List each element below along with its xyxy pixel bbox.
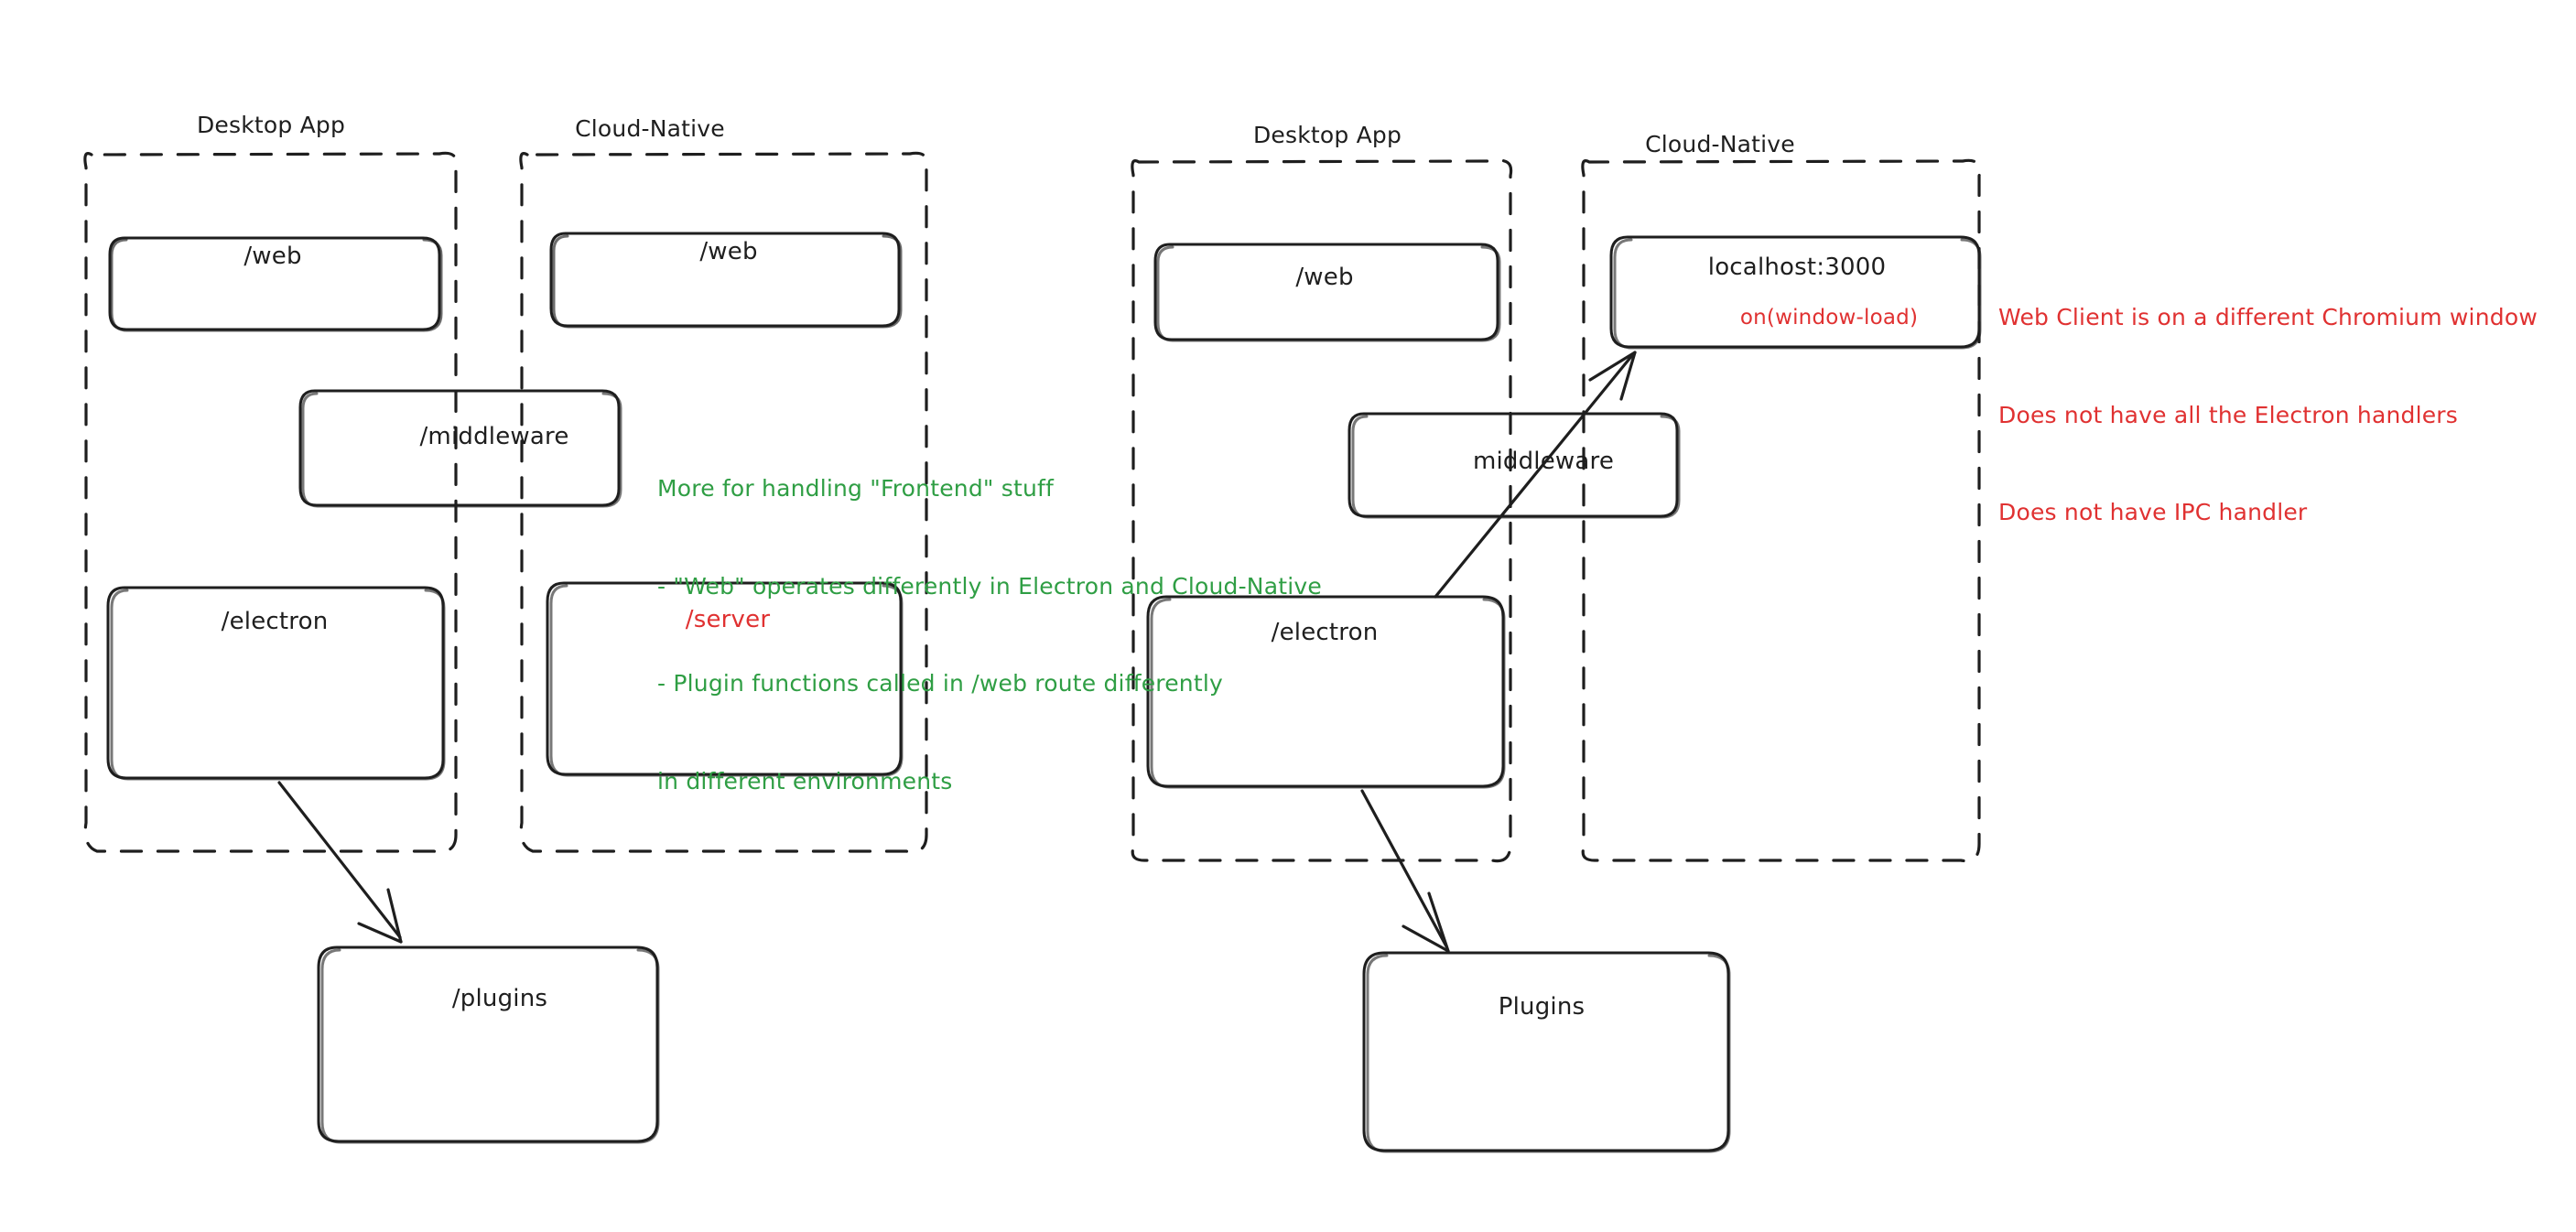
node-shape-right-plugins (1362, 951, 1731, 1153)
node-label-left-electron: /electron (221, 608, 329, 635)
node-label-right-middleware: middleware (1472, 448, 1615, 475)
note-web-client-line-1: Web Client is on a different Chromium wi… (1998, 304, 2538, 330)
node-label-left-desktop-web: /web (244, 243, 302, 270)
group-title-right-desktop-app: Desktop App (1252, 122, 1402, 148)
node-label-left-cloud-web: /web (699, 238, 758, 265)
node-label-left-plugins: /plugins (451, 985, 548, 1012)
note-web-client-line-2: Does not have all the Electron handlers (1998, 401, 2459, 428)
arrow-left-electron-to-plugins (277, 781, 403, 944)
group-title-left-cloud-native: Cloud-Native (575, 115, 725, 142)
note-frontend-line-4: in different environments (657, 767, 953, 794)
group-title-right-cloud-native: Cloud-Native (1645, 131, 1795, 157)
node-label-right-electron: /electron (1271, 619, 1379, 646)
node-label-right-localhost: localhost:3000 (1707, 254, 1887, 281)
node-sublabel-right-localhost: on(window-load) (1739, 306, 1919, 330)
group-title-left-desktop-app: Desktop App (196, 112, 346, 138)
arrow-right-electron-to-plugins (1360, 789, 1450, 953)
node-label-left-middleware: /middleware (419, 423, 569, 450)
note-web-client-line-3: Does not have IPC handler (1998, 499, 2308, 525)
note-frontend: More for handling "Frontend" stuff - "We… (657, 407, 1322, 862)
note-frontend-line-2: - "Web" operates differently in Electron… (657, 572, 1322, 600)
note-frontend-line-3: - Plugin functions called in /web route … (657, 670, 1223, 697)
node-label-right-plugins: Plugins (1498, 993, 1586, 1021)
node-label-right-desktop-web: /web (1295, 264, 1354, 291)
note-web-client: Web Client is on a different Chromium wi… (1998, 236, 2538, 594)
note-frontend-line-1: More for handling "Frontend" stuff (657, 475, 1055, 502)
node-label-left-server: /server (685, 606, 771, 633)
node-shape-left-plugins (317, 946, 660, 1144)
